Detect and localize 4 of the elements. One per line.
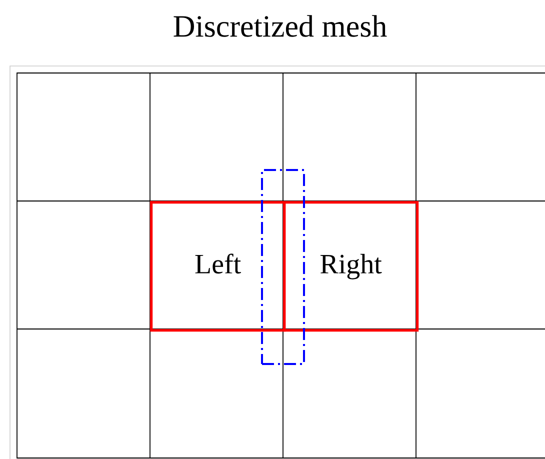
cell-box: Left	[150, 201, 286, 332]
title: Discretized mesh	[174, 15, 387, 37]
cell-box: Right	[283, 201, 419, 332]
interface-outline	[261, 169, 305, 365]
